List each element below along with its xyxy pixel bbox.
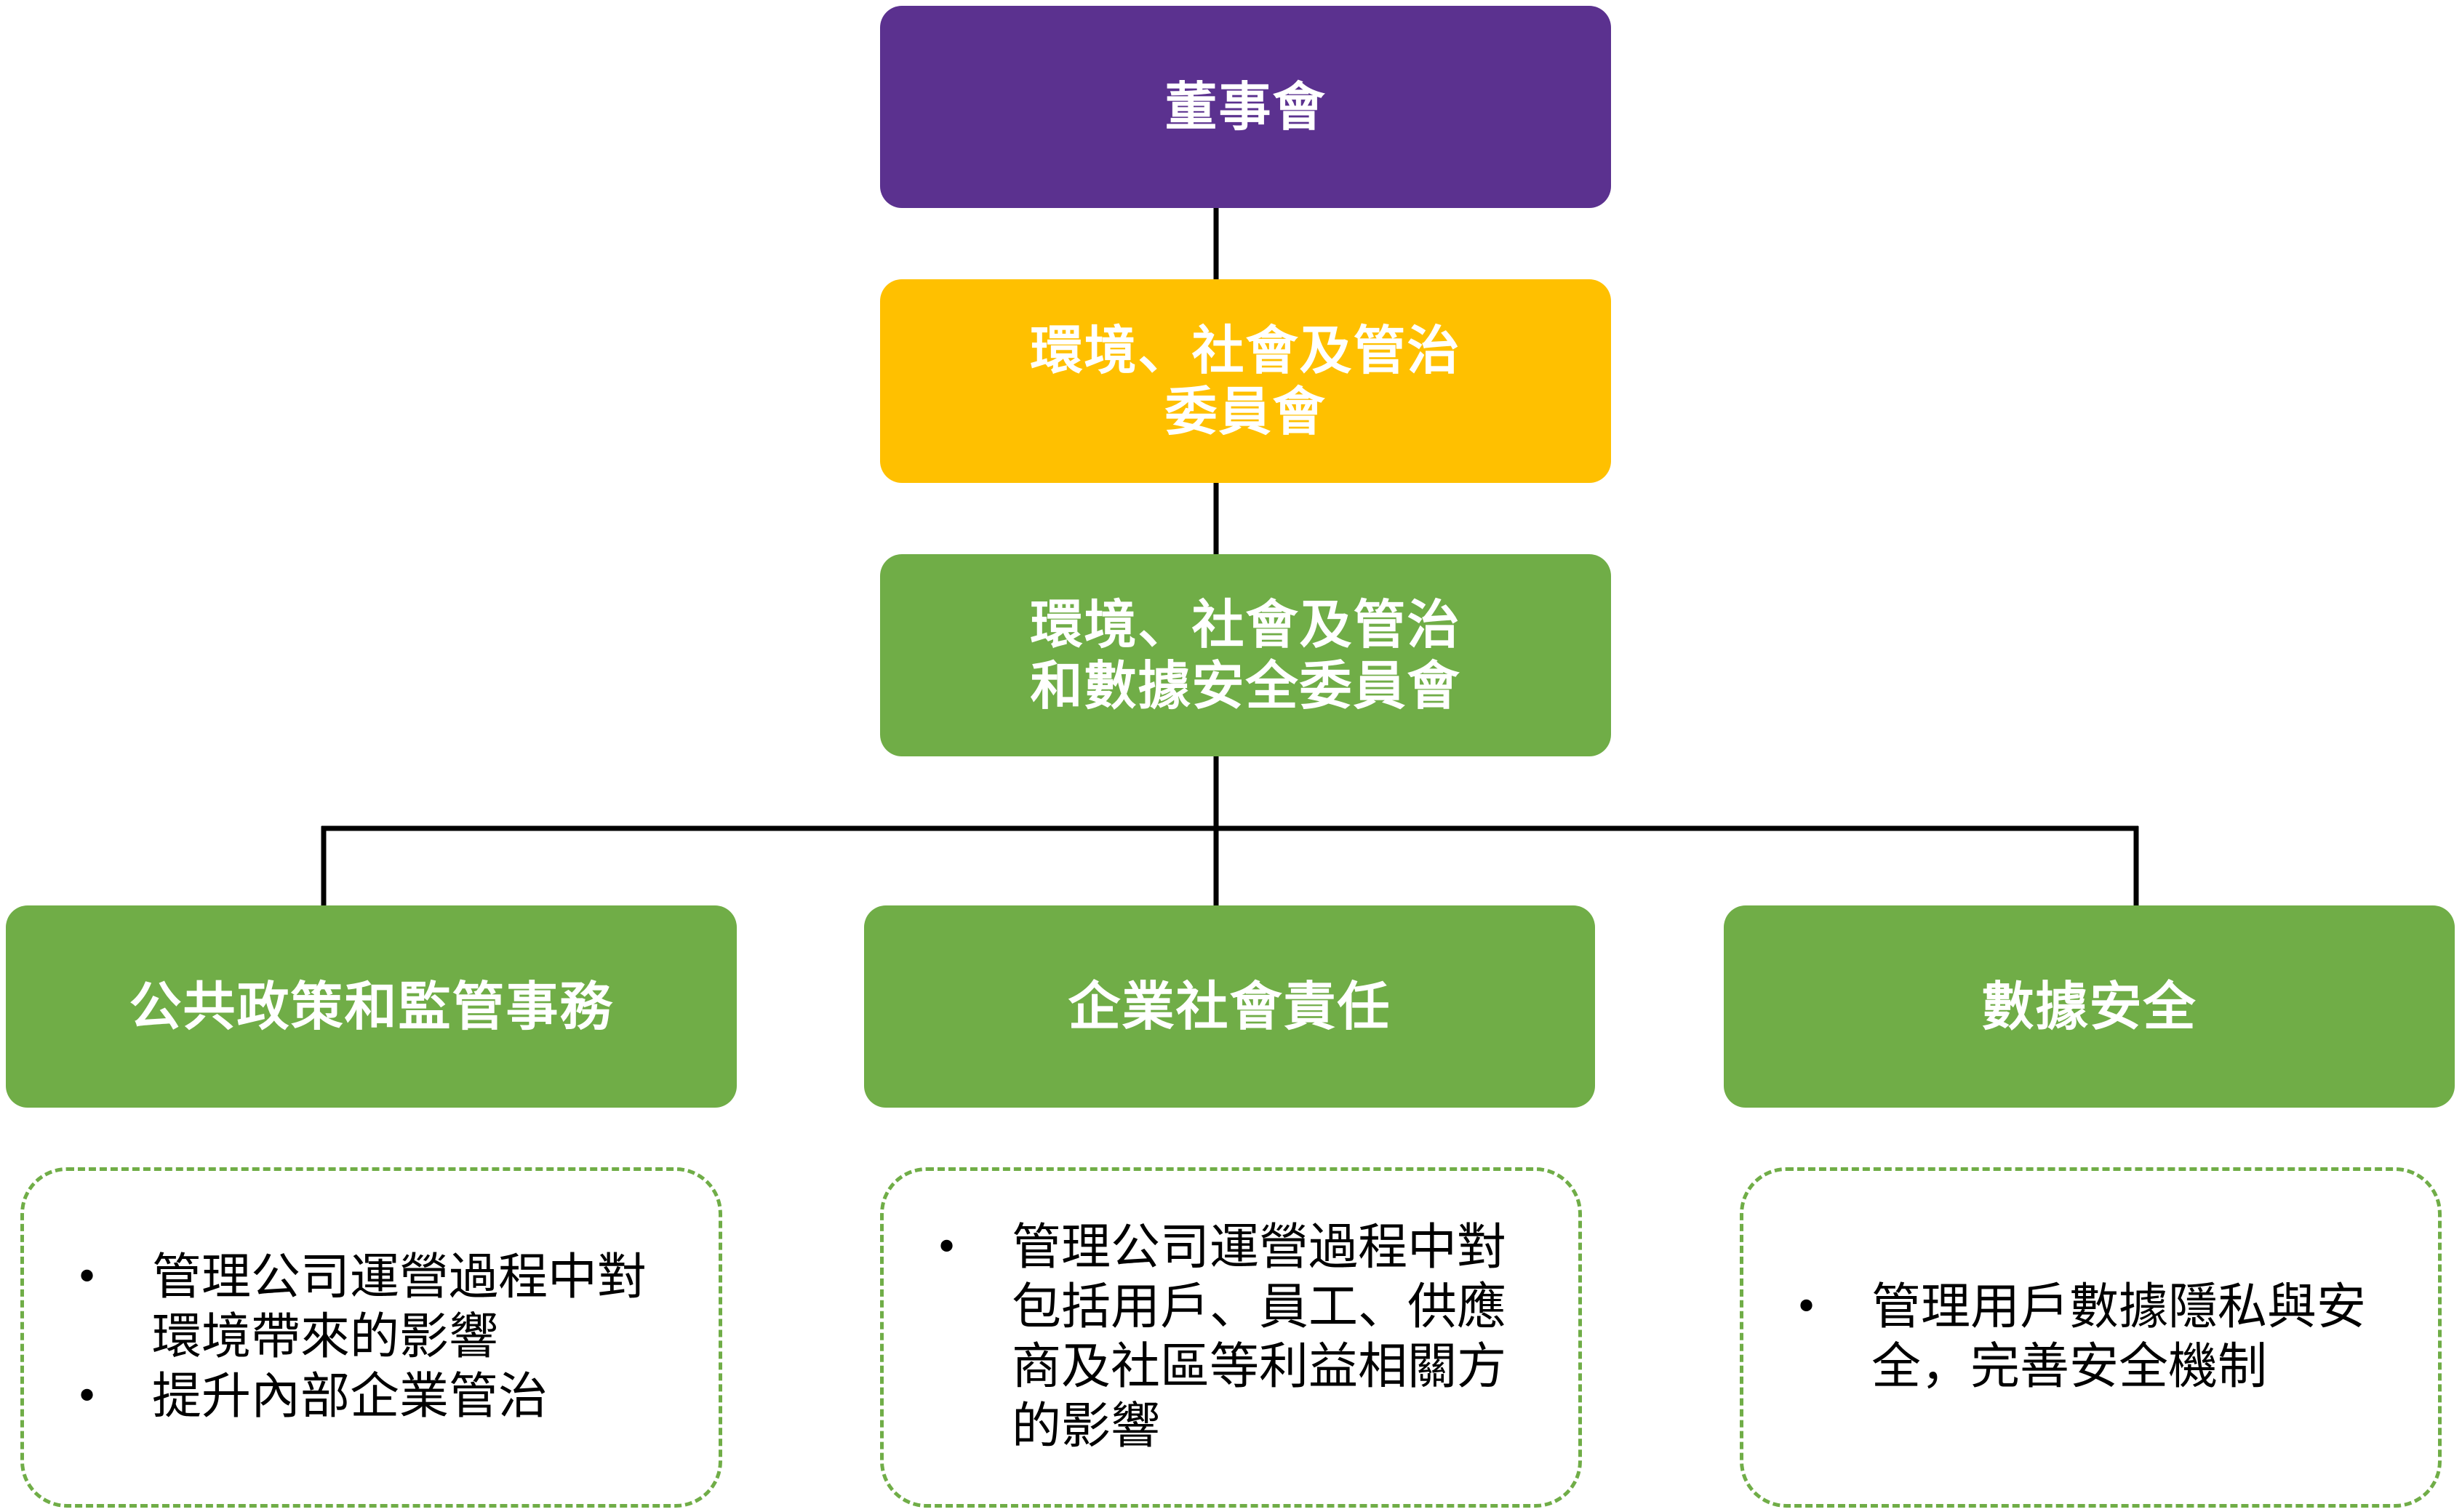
list-item-line: 管理公司運營過程中對 [152,1249,647,1306]
list-item-line: 管理公司運營過程中對 [1012,1219,1507,1276]
list-item-line: 管理用戶數據隱私與安 [1871,1279,2367,1336]
list-item-line: 包括用戶、員工、供應 [1012,1279,1507,1336]
esg-committee-line2: 委員會 [1164,381,1327,442]
public-policy-list: • 管理公司運營過程中對 環境帶來的影響 • 提升內部企業管治 [75,1248,647,1427]
list-item-line: 的影響 [1012,1398,1161,1455]
esg-committee-label: 環境、社會及管治 委員會 [1030,320,1460,442]
public-policy-details: • 管理公司運營過程中對 環境帶來的影響 • 提升內部企業管治 [20,1167,722,1508]
bullet-icon: • [1794,1284,1819,1331]
esg-data-committee-box: 環境、社會及管治 和數據安全委員會 [880,554,1611,756]
csr-list: • 管理公司運營過程中對 包括用戶、員工、供應 商及社區等利益相關方 的影響 [935,1218,1506,1457]
esg-committee-box: 環境、社會及管治 委員會 [880,279,1611,483]
esg-data-committee-line2: 和數據安全委員會 [1030,655,1461,716]
board-box: 董事會 [880,6,1611,208]
csr-title: 企業社會責任 [1068,976,1391,1037]
data-security-list: • 管理用戶數據隱私與安 全，完善安全機制 [1794,1278,2366,1397]
esg-data-committee-label: 環境、社會及管治 和數據安全委員會 [1030,594,1460,716]
list-item: • 管理公司運營過程中對 環境帶來的影響 [75,1248,647,1367]
public-policy-title: 公共政策和監管事務 [129,976,614,1037]
list-item-line: 全，完善安全機制 [1871,1338,2268,1396]
list-item-line: 商及社區等利益相關方 [1012,1338,1507,1396]
list-item: • 管理用戶數據隱私與安 全，完善安全機制 [1794,1278,2366,1397]
esg-data-committee-line1: 環境、社會及管治 [1030,594,1461,655]
public-policy-box: 公共政策和監管事務 [6,905,737,1108]
list-item-line: 提升內部企業管治 [152,1368,548,1425]
list-item: • 管理公司運營過程中對 包括用戶、員工、供應 商及社區等利益相關方 的影響 [935,1218,1506,1457]
csr-box: 企業社會責任 [864,905,1595,1108]
bullet-icon: • [935,1224,959,1271]
list-item: • 提升內部企業管治 [75,1367,647,1427]
data-security-box: 數據安全 [1724,905,2455,1108]
data-security-details: • 管理用戶數據隱私與安 全，完善安全機制 [1740,1167,2442,1508]
board-label: 董事會 [1164,76,1327,137]
data-security-title: 數據安全 [1981,976,2197,1037]
list-item-line: 環境帶來的影響 [152,1308,499,1366]
bullet-icon: • [75,1254,100,1301]
csr-details: • 管理公司運營過程中對 包括用戶、員工、供應 商及社區等利益相關方 的影響 [880,1167,1582,1508]
esg-committee-line1: 環境、社會及管治 [1030,320,1461,381]
bullet-icon: • [75,1373,100,1420]
